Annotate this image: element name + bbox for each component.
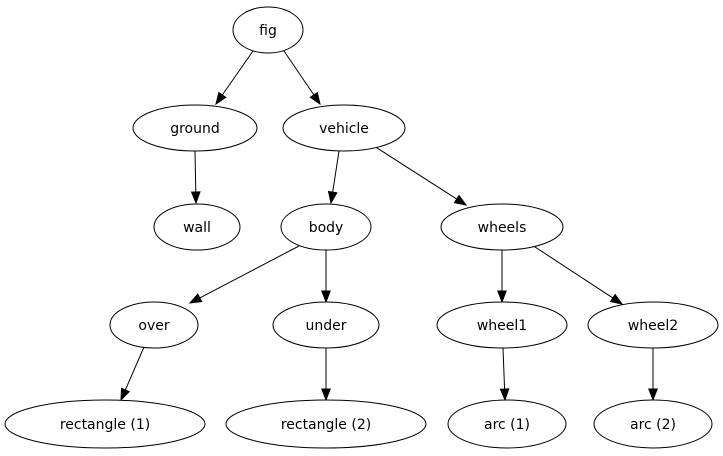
- graph-edge: [648, 348, 658, 402]
- edge-line: [283, 50, 315, 96]
- graph-node-rectangle2[interactable]: rectangle (2): [225, 399, 427, 449]
- edge-arrowhead-icon: [215, 91, 227, 106]
- node-label: rectangle (2): [281, 417, 371, 433]
- graph-edge: [321, 250, 331, 304]
- graph-node-arc1[interactable]: arc (1): [447, 399, 567, 449]
- graph-node-vehicle[interactable]: vehicle: [282, 104, 406, 152]
- edge-line: [332, 150, 340, 193]
- edge-line: [502, 347, 506, 390]
- node-ellipse-shape: [447, 399, 567, 449]
- graph-edge: [120, 346, 145, 402]
- graph-edge: [373, 145, 468, 206]
- node-ellipse-shape: [282, 104, 406, 152]
- edge-arrowhead-icon: [648, 388, 658, 402]
- graph-node-wheels[interactable]: wheels: [440, 203, 564, 251]
- edge-line: [221, 50, 254, 96]
- node-label: fig: [259, 23, 277, 39]
- graph-node-wheel2[interactable]: wheel2: [587, 301, 719, 349]
- node-label: wheels: [478, 220, 527, 236]
- node-label: wheel2: [628, 318, 678, 334]
- node-ellipse-shape: [153, 203, 241, 251]
- edges-layer: [120, 50, 658, 402]
- graph-edge: [188, 245, 300, 304]
- edge-line: [124, 346, 145, 391]
- graph-node-wall[interactable]: wall: [153, 203, 241, 251]
- node-label: body: [309, 220, 344, 236]
- graph-node-arc2[interactable]: arc (2): [593, 399, 713, 449]
- graph-edge: [327, 150, 340, 205]
- node-ellipse-shape: [587, 301, 719, 349]
- node-ellipse-shape: [109, 301, 199, 349]
- edge-line: [373, 145, 458, 200]
- node-label: wheel1: [477, 318, 527, 334]
- node-label: wall: [183, 220, 211, 236]
- node-label: over: [138, 318, 169, 334]
- edge-arrowhead-icon: [321, 388, 331, 402]
- edge-arrowhead-icon: [120, 387, 131, 402]
- edge-arrowhead-icon: [190, 191, 201, 205]
- edge-arrowhead-icon: [309, 91, 321, 106]
- edge-line: [199, 245, 300, 299]
- edge-arrowhead-icon: [453, 194, 468, 206]
- graph-edge: [283, 50, 321, 106]
- node-label: ground: [170, 121, 220, 137]
- node-label: arc (1): [484, 417, 530, 433]
- edge-arrowhead-icon: [188, 293, 203, 304]
- node-label: vehicle: [319, 121, 369, 137]
- graph-edge: [190, 150, 201, 205]
- edge-arrowhead-icon: [497, 290, 507, 304]
- node-ellipse-shape: [272, 301, 380, 349]
- graph-node-fig[interactable]: fig: [232, 6, 304, 54]
- edge-line: [194, 150, 197, 193]
- node-ellipse-shape: [132, 104, 258, 152]
- node-label: arc (2): [630, 417, 676, 433]
- graph-node-wheel1[interactable]: wheel1: [436, 301, 568, 349]
- edge-arrowhead-icon: [321, 290, 331, 304]
- graph-node-under[interactable]: under: [272, 301, 380, 349]
- node-ellipse-shape: [225, 399, 427, 449]
- node-label: under: [305, 318, 346, 334]
- edge-line: [531, 244, 614, 299]
- graph-node-rectangle1[interactable]: rectangle (1): [4, 399, 206, 449]
- edge-arrowhead-icon: [499, 388, 510, 402]
- graph-edge: [497, 250, 507, 304]
- node-ellipse-shape: [232, 6, 304, 54]
- node-ellipse-shape: [440, 203, 564, 251]
- graph-edge: [321, 348, 331, 402]
- node-ellipse-shape: [593, 399, 713, 449]
- graph-edge: [531, 244, 624, 305]
- node-label: rectangle (1): [60, 417, 150, 433]
- graph-edge: [215, 50, 254, 106]
- nodes-layer: fig ground vehicle wall body wheels over under w…: [4, 6, 719, 449]
- edge-arrowhead-icon: [327, 190, 338, 205]
- node-ellipse-shape: [436, 301, 568, 349]
- graph-edge: [499, 347, 510, 402]
- graph-node-body[interactable]: body: [280, 203, 372, 251]
- edge-arrowhead-icon: [609, 293, 624, 305]
- graph-node-ground[interactable]: ground: [132, 104, 258, 152]
- graph-node-over[interactable]: over: [109, 301, 199, 349]
- node-ellipse-shape: [280, 203, 372, 251]
- node-ellipse-shape: [4, 399, 206, 449]
